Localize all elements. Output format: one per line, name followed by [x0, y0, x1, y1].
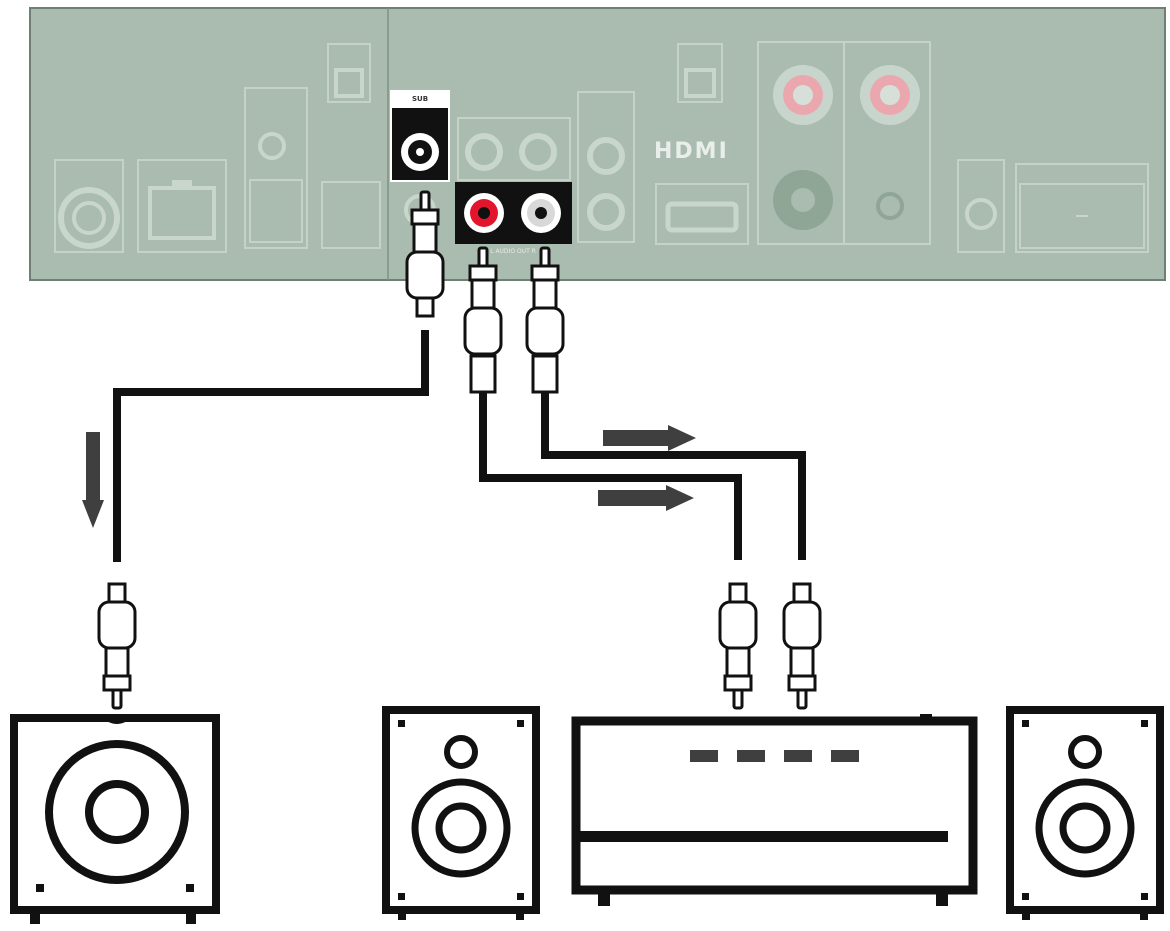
faded-rca-ports	[457, 91, 635, 243]
analog-audio-output-ports: L AUDIO OUT R	[455, 182, 572, 255]
usb-port-block	[244, 87, 308, 249]
subwoofer-cable	[113, 330, 429, 562]
right-audio-cable	[541, 392, 806, 560]
right-side-ports	[957, 159, 1149, 253]
left-plug-device	[463, 246, 503, 394]
device-back-panel: SUB L AUDIO OUT R	[29, 7, 1166, 281]
arrow-right-icon	[603, 425, 696, 451]
optical-port	[327, 43, 371, 103]
antenna-input	[54, 159, 124, 253]
subwoofer-output-port: SUB	[390, 90, 450, 182]
speaker-terminals	[757, 41, 931, 245]
subwoofer-plug-device	[405, 190, 445, 318]
hdmi-label: HDMI	[654, 139, 729, 164]
right-speaker-icon	[1010, 710, 1160, 920]
right-plug-device	[525, 246, 565, 394]
left-speaker-icon	[386, 710, 536, 920]
subwoofer-icon	[10, 714, 220, 924]
amplifier-right-plug	[782, 582, 822, 710]
subwoofer-plug-input	[97, 582, 137, 710]
coax-port-label: SUB	[412, 95, 428, 103]
analog-port-label: L AUDIO OUT R	[490, 248, 536, 255]
hdmi-port: HDMI	[654, 139, 749, 245]
ethernet-port	[137, 159, 227, 253]
arrow-right-icon	[598, 485, 694, 511]
amplifier-icon	[571, 714, 978, 906]
arrow-down-icon	[82, 432, 104, 528]
amplifier-left-plug	[718, 582, 758, 710]
optical-port-right	[677, 43, 723, 103]
left-audio-cable	[479, 392, 742, 560]
